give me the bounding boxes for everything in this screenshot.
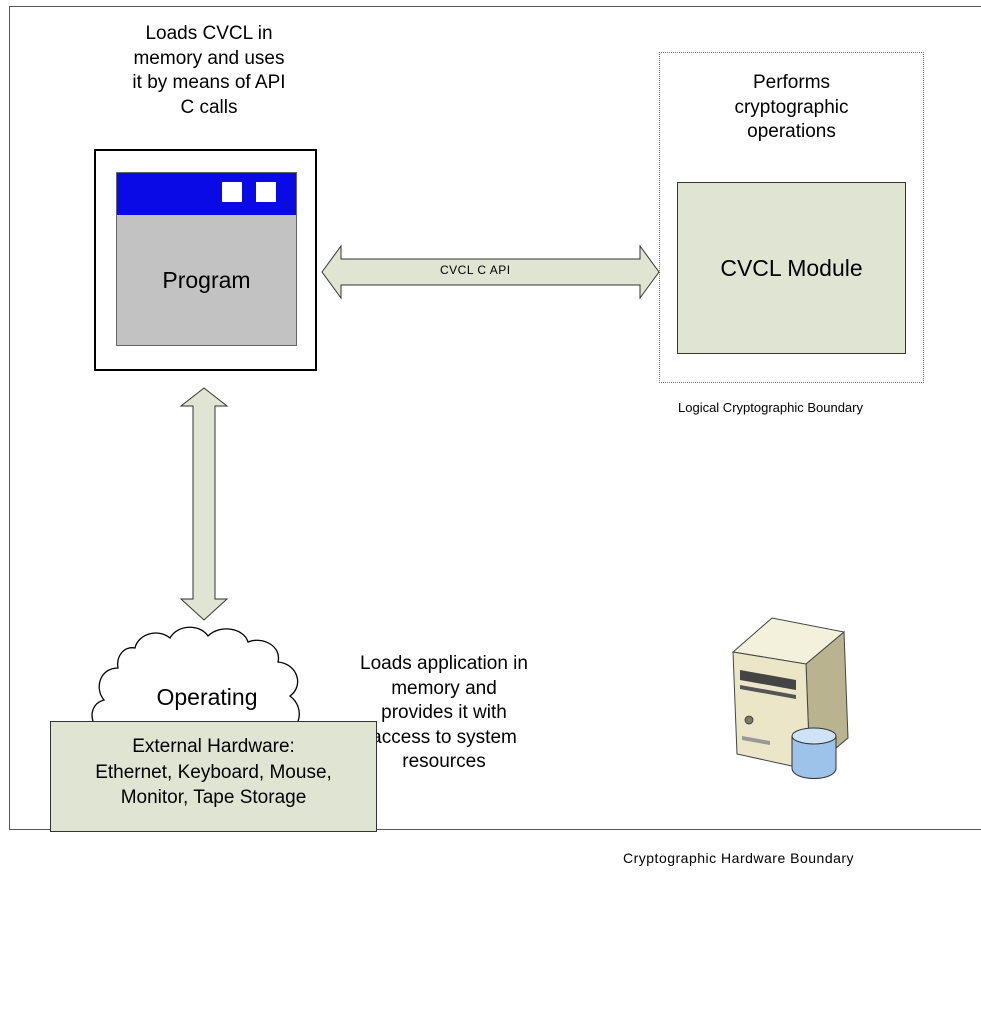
program-os-arrow [179, 387, 229, 621]
program-titlebar [117, 173, 296, 215]
api-arrow-label: CVCL C API [440, 263, 511, 277]
cvcl-module-label: CVCL Module [720, 254, 863, 281]
server-with-database-icon [731, 617, 849, 779]
program-note: Loads CVCL in memory and uses it by mean… [132, 23, 286, 118]
logical-boundary-frame [659, 52, 924, 383]
program-window: Program [116, 172, 297, 346]
window-button-icon [222, 182, 242, 202]
hardware-boundary-frame [9, 6, 981, 830]
hardware-boundary-label: Cryptographic Hardware Boundary [623, 850, 855, 866]
os-note: Loads application in memory and provides… [360, 653, 528, 772]
logical-boundary-label: Logical Cryptographic Boundary [678, 400, 863, 415]
api-arrow [321, 244, 660, 300]
external-hardware-box: External Hardware: Ethernet, Keyboard, M… [50, 721, 377, 832]
window-button-icon [256, 182, 276, 202]
program-label: Program [162, 266, 251, 293]
cvcl-module-box: CVCL Module [677, 182, 906, 354]
module-note: Performs cryptographic operations [734, 72, 849, 142]
